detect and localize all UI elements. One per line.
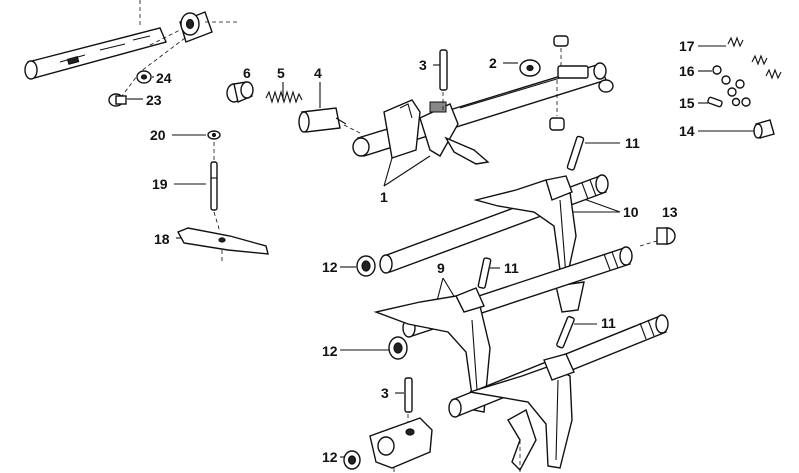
callout-14: 14 <box>679 123 695 139</box>
bushing-14[interactable] <box>753 119 775 139</box>
callout-13: 13 <box>662 204 678 220</box>
roll-pin-11-a[interactable] <box>566 135 585 171</box>
selector-block-lower[interactable] <box>369 417 433 469</box>
ball-holder-2[interactable] <box>519 59 541 77</box>
callout-11-b: 11 <box>504 260 519 276</box>
callout-4: 4 <box>314 65 322 81</box>
selector-shaft-upper-left[interactable] <box>24 0 167 80</box>
callout-10: 10 <box>623 204 639 220</box>
circlip-20[interactable] <box>207 130 221 140</box>
callout-12-c: 12 <box>322 449 338 465</box>
callout-19: 19 <box>152 176 168 192</box>
locking-plate-18[interactable] <box>177 227 269 255</box>
callout-24: 24 <box>156 70 172 86</box>
callout-1: 1 <box>380 189 388 205</box>
callout-12-a: 12 <box>322 259 338 275</box>
callout-12-b: 12 <box>322 343 338 359</box>
callout-9: 9 <box>437 260 445 276</box>
detent-sleeve-4[interactable] <box>298 107 347 133</box>
callout-15: 15 <box>679 95 695 111</box>
roll-pin-3-upper[interactable] <box>439 49 448 91</box>
callout-18: 18 <box>154 231 170 247</box>
coupling-sleeve-upper-left[interactable] <box>149 11 238 46</box>
callout-6: 6 <box>243 65 251 81</box>
shift-fork-9[interactable] <box>373 287 491 413</box>
spring-17[interactable] <box>727 36 782 80</box>
washer-24[interactable] <box>136 70 152 84</box>
pins-15[interactable] <box>707 96 741 108</box>
bushing-12-b[interactable] <box>388 336 408 360</box>
balls-16[interactable] <box>712 65 751 107</box>
callout-11-a: 11 <box>625 135 640 151</box>
callout-11-c: 11 <box>601 315 616 331</box>
callout-17: 17 <box>679 38 695 54</box>
callout-2: 2 <box>489 55 497 71</box>
compression-spring-5[interactable] <box>265 90 303 104</box>
roll-pin-11-b[interactable] <box>477 257 492 289</box>
locking-pin-19[interactable] <box>210 161 218 211</box>
callout-16: 16 <box>679 63 695 79</box>
selector-finger-1[interactable] <box>383 99 490 165</box>
guide-blocks-2[interactable] <box>549 35 614 131</box>
shift-fork-lower[interactable] <box>469 353 575 472</box>
plug-13[interactable] <box>656 227 676 245</box>
callout-23: 23 <box>146 92 162 108</box>
callout-20: 20 <box>150 127 166 143</box>
bolt-23[interactable] <box>108 93 127 107</box>
bushing-12-c[interactable] <box>343 450 361 470</box>
shift-fork-10[interactable] <box>473 175 585 313</box>
callout-5: 5 <box>277 65 285 81</box>
callout-3-upper: 3 <box>419 57 427 73</box>
roll-pin-11-c[interactable] <box>556 315 575 349</box>
roll-pin-3-lower[interactable] <box>404 377 413 413</box>
bushing-12-a[interactable] <box>356 255 376 277</box>
callout-3-lower: 3 <box>381 385 389 401</box>
screw-plug-6[interactable] <box>226 81 254 103</box>
